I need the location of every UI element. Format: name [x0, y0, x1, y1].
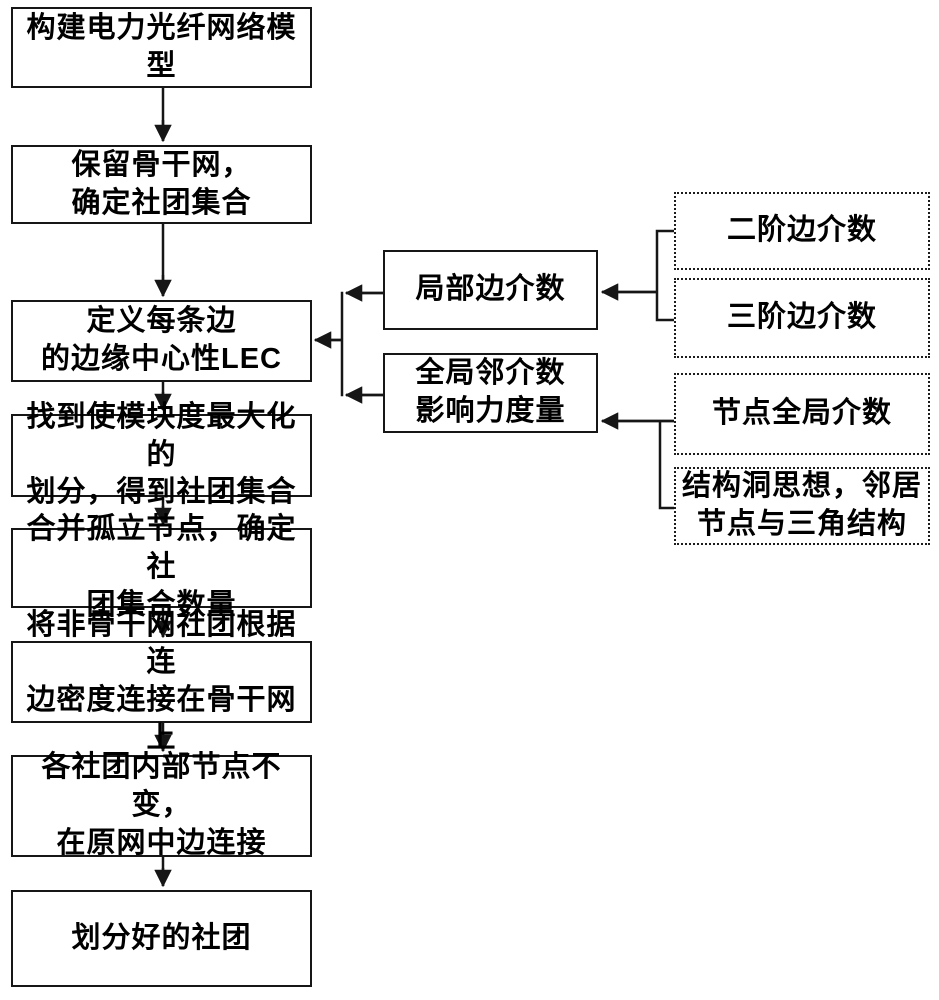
bracket-structural-hole — [658, 421, 674, 510]
flow-node-merge-isolated-nodes: 合并孤立节点，确定社 团集合数量 — [11, 513, 312, 621]
flow-node-define-edge-centrality-lec: 定义每条边 的边缘中心性LEC — [11, 300, 312, 382]
flow-node-attach-non-backbone-communities: 将非骨干网社团根据连 边密度连接在骨干网上 — [11, 609, 312, 754]
flow-node-build-power-fiber-network-model: 构建电力光纤网络模型 — [11, 7, 312, 88]
flow-node-third-order-edge-betweenness: 三阶边介数 — [674, 278, 930, 358]
flow-node-keep-internal-nodes-reconnect: 各社团内部节点不变， 在原网中边连接 — [11, 751, 312, 859]
flow-node-keep-backbone-determine-communities: 保留骨干网， 确定社团集合 — [11, 145, 312, 224]
flow-node-final-communities: 划分好的社团 — [11, 890, 312, 987]
flow-node-maximize-modularity-partition: 找到使模块度最大化的 划分，得到社团集合 — [11, 401, 312, 508]
flow-node-second-order-edge-betweenness: 二阶边介数 — [674, 192, 930, 270]
flow-node-structural-hole-triangle: 结构洞思想，邻居 节点与三角结构 — [674, 467, 930, 545]
flow-node-local-edge-betweenness: 局部边介数 — [383, 250, 598, 330]
flow-node-node-global-betweenness: 节点全局介数 — [674, 373, 930, 455]
bracket-order-betweenness — [655, 229, 674, 322]
flow-node-global-neighbor-betweenness-influence: 全局邻介数 影响力度量 — [383, 353, 598, 433]
